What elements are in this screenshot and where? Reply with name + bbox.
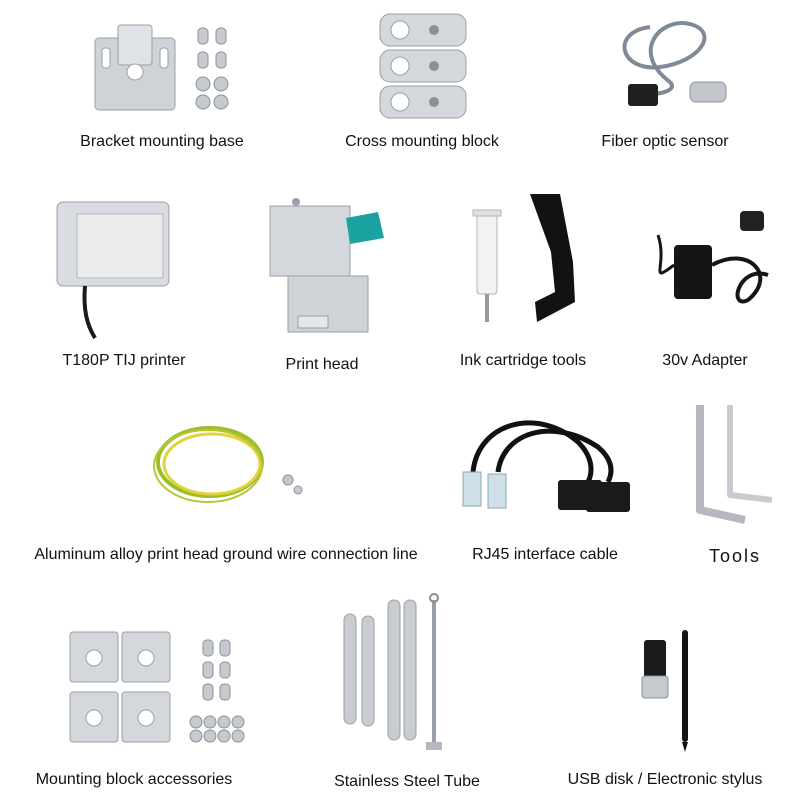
item-label: Cross mounting block [345, 133, 499, 150]
rj45-cable-icon [462, 420, 630, 512]
cross-block-icon [379, 13, 467, 119]
item-label: Ink cartridge tools [459, 352, 587, 369]
item-label: Stainless Steel Tube [334, 773, 480, 790]
ground-wire-icon [153, 426, 303, 503]
mounting-accessories-icon [69, 631, 245, 743]
adapter-icon [656, 211, 769, 304]
item-label: Tools [708, 546, 762, 566]
item-label: USB disk / Electronic stylus [567, 771, 763, 788]
item-label: RJ45 interface cable [472, 546, 618, 563]
item-label: Aluminum alloy print head ground wire co… [34, 546, 418, 563]
hex-key-icon [696, 405, 773, 524]
ink-tools-icon [472, 194, 575, 322]
usb-stylus-icon [641, 630, 688, 752]
print-head-icon [269, 198, 384, 333]
item-label: 30v Adapter [662, 352, 748, 369]
fiber-sensor-icon [622, 21, 727, 106]
steel-tube-icon [343, 593, 442, 750]
item-label: T180P TIJ printer [62, 352, 186, 369]
item-label: Fiber optic sensor [601, 133, 729, 150]
item-label: Mounting block accessories [35, 771, 233, 788]
item-label: Bracket mounting base [80, 133, 244, 150]
printer-icon [56, 201, 170, 340]
item-label: Print head [285, 356, 359, 373]
bracket-base-icon [94, 24, 229, 111]
